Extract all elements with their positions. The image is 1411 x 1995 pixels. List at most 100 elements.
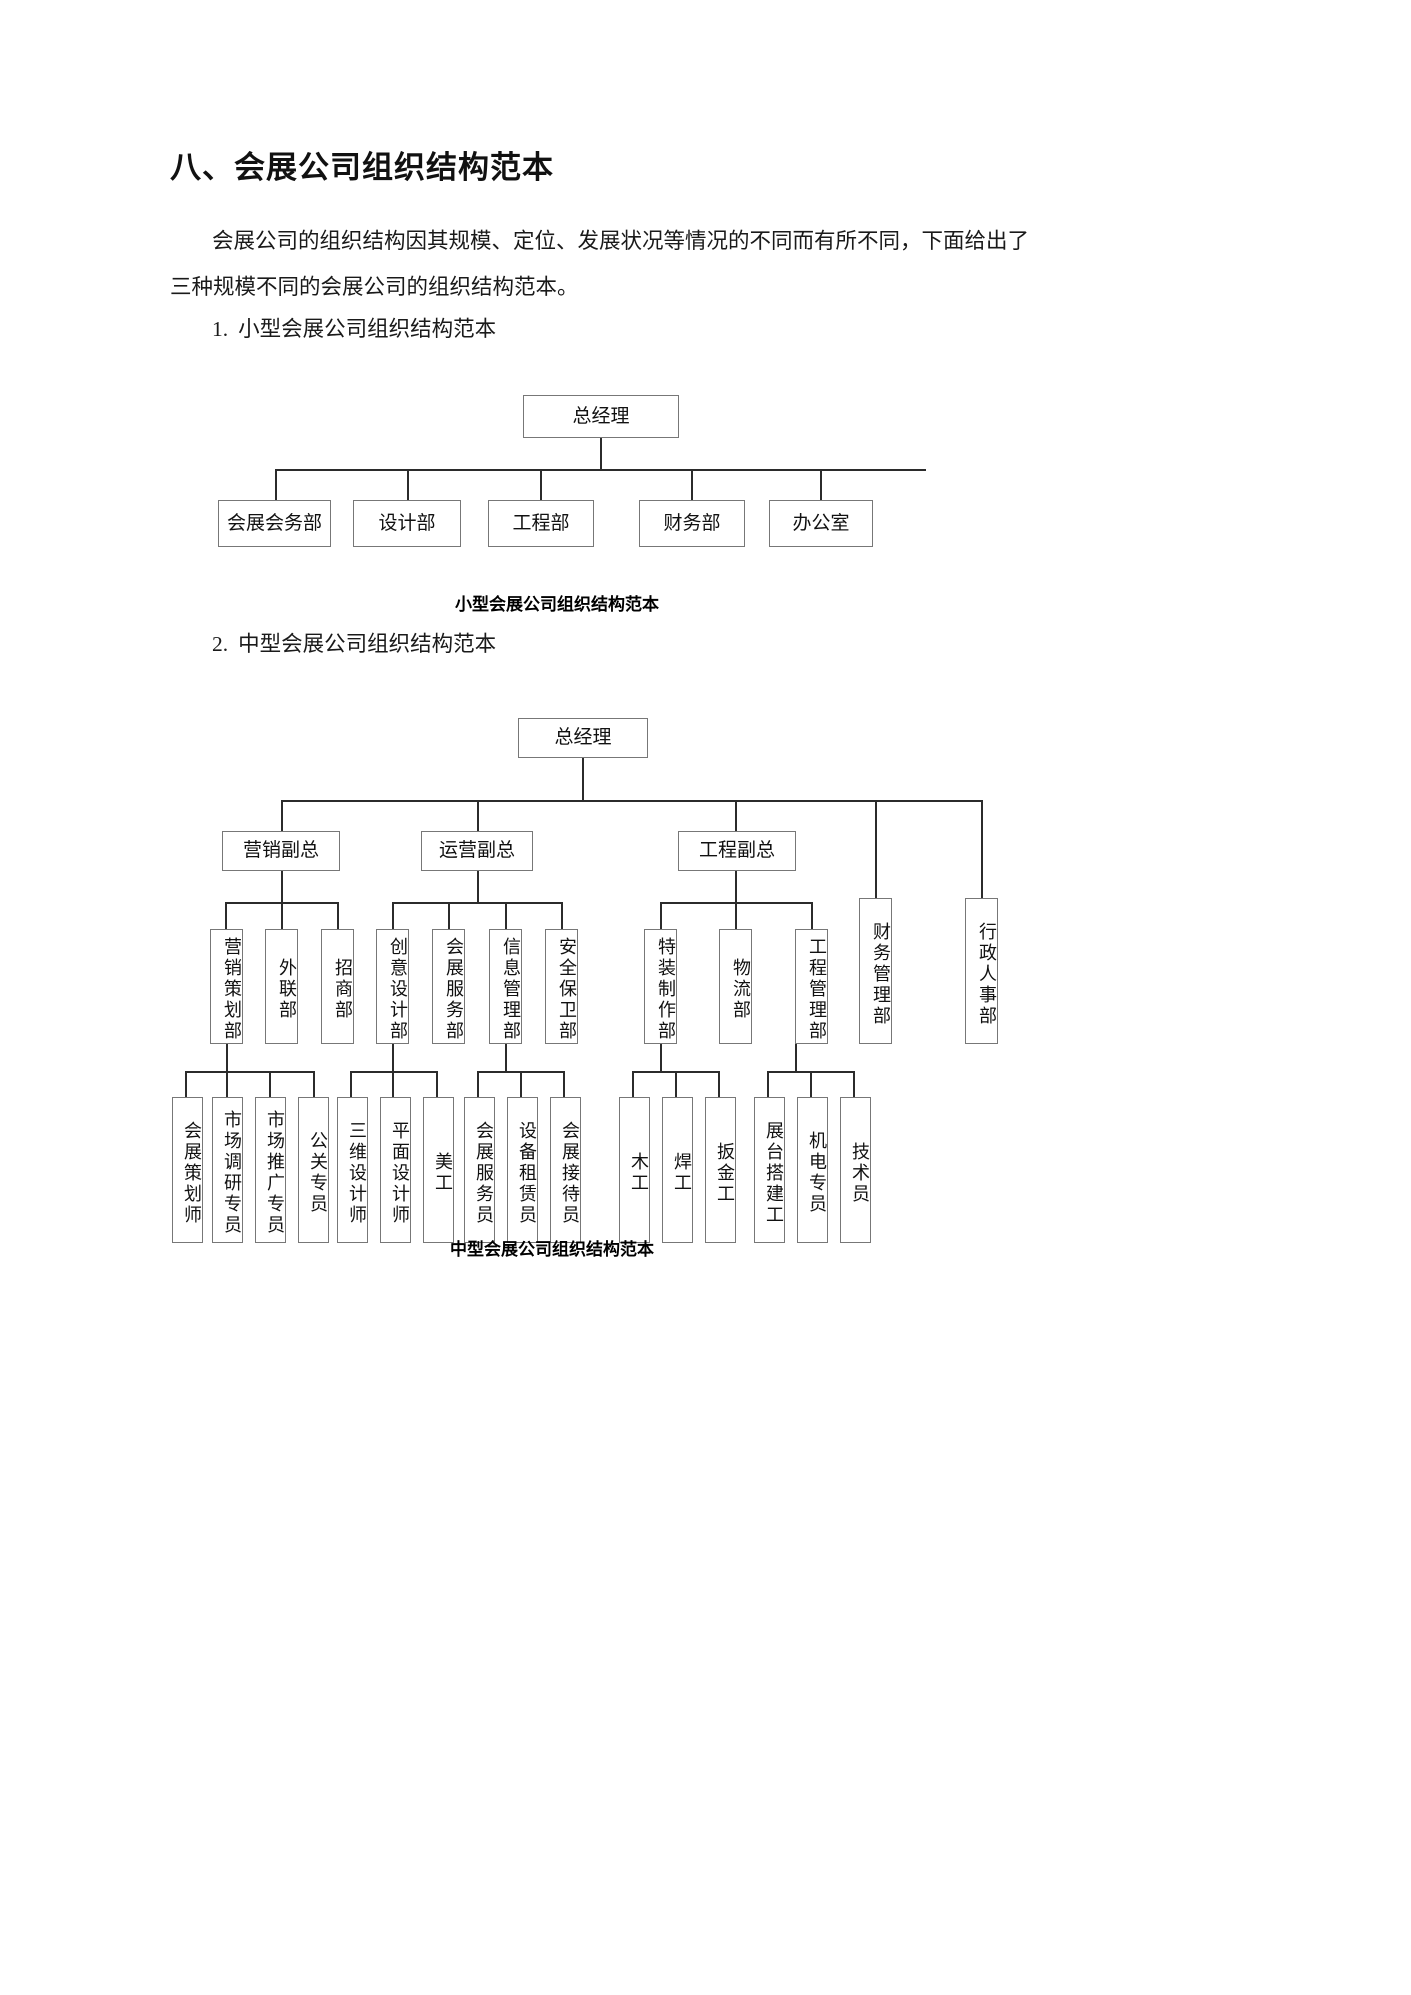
connector-vp2-d3 xyxy=(505,902,507,930)
org-node-dept-logistics: 物流部 xyxy=(719,929,752,1044)
connector-medium-drop-hr xyxy=(981,800,983,898)
list-item-2-number: 2. xyxy=(212,632,229,656)
connector-mp-bus xyxy=(185,1071,313,1073)
connector-vp3-trunk xyxy=(735,871,737,903)
org-node-role-market-promotion: 市场推广专员 xyxy=(255,1097,286,1243)
org-node-role-pr-specialist: 公关专员 xyxy=(298,1097,329,1243)
connector-cd-trunk xyxy=(392,1044,394,1072)
connector-sf-d3 xyxy=(718,1071,720,1098)
org-node-role-exhibition-reception: 会展接待员 xyxy=(550,1097,581,1243)
connector-em-d1 xyxy=(767,1071,769,1098)
org-node-role-welder: 焊工 xyxy=(662,1097,693,1243)
org-node-role-electromechanical: 机电专员 xyxy=(797,1097,828,1243)
org-node-dept-engineering-mgmt: 工程管理部 xyxy=(795,929,828,1044)
connector-medium-drop-fin xyxy=(875,800,877,898)
org-node-vp-engineering: 工程副总 xyxy=(678,831,796,871)
medium-company-org-chart: 总经理 营销副总 运营副总 工程副总 营销策划部 外联部 招商部 xyxy=(170,700,1250,1243)
org-node-role-exhibition-attendant: 会展服务员 xyxy=(464,1097,495,1243)
org-node-role-artist: 美工 xyxy=(423,1097,454,1243)
connector-drop-2 xyxy=(407,469,409,501)
connector-em-trunk xyxy=(795,1044,797,1072)
connector-mp-d4 xyxy=(313,1071,315,1098)
connector-im-trunk xyxy=(505,1044,507,1072)
org-node-dept-creative-design: 创意设计部 xyxy=(376,929,409,1044)
org-node-vp-marketing: 营销副总 xyxy=(222,831,340,871)
connector-vp1-trunk xyxy=(281,871,283,903)
org-node-vp-operations: 运营副总 xyxy=(421,831,533,871)
list-item-1-label: 小型会展公司组织结构范本 xyxy=(238,317,497,341)
connector-im-d1 xyxy=(477,1071,479,1098)
org-node-root-medium: 总经理 xyxy=(518,718,648,758)
connector-vp2-d2 xyxy=(448,902,450,930)
org-node-role-equipment-rental: 设备租赁员 xyxy=(507,1097,538,1243)
connector-drop-4 xyxy=(691,469,693,501)
connector-bus xyxy=(275,469,926,471)
page-title: 八、会展公司组织结构范本 xyxy=(170,150,554,186)
connector-cd-d2 xyxy=(392,1071,394,1098)
medium-chart-caption: 中型会展公司组织结构范本 xyxy=(450,1240,654,1260)
connector-medium-drop-vp3 xyxy=(735,800,737,831)
org-node-root-small: 总经理 xyxy=(523,395,679,438)
org-node-role-graphic-designer: 平面设计师 xyxy=(380,1097,411,1243)
org-node-dept-marketing-planning: 营销策划部 xyxy=(210,929,243,1044)
connector-vp3-d2 xyxy=(735,902,737,930)
connector-vp3-d3 xyxy=(811,902,813,930)
org-node-role-booth-builder: 展台搭建工 xyxy=(754,1097,785,1243)
connector-drop-3 xyxy=(540,469,542,501)
connector-sf-d2 xyxy=(675,1071,677,1098)
connector-medium-root-trunk xyxy=(582,758,584,801)
org-node-dept-special-fabrication: 特装制作部 xyxy=(644,929,677,1044)
connector-mp-d2 xyxy=(226,1071,228,1098)
connector-drop-1 xyxy=(275,469,277,501)
org-node-small-dept-5: 办公室 xyxy=(769,500,873,547)
connector-cd-d1 xyxy=(350,1071,352,1098)
org-node-role-exhibition-planner: 会展策划师 xyxy=(172,1097,203,1243)
connector-drop-5 xyxy=(820,469,822,501)
connector-vp2-d4 xyxy=(561,902,563,930)
connector-vp2-d1 xyxy=(392,902,394,930)
org-node-dept-external-liaison: 外联部 xyxy=(265,929,298,1044)
connector-sf-d1 xyxy=(632,1071,634,1098)
org-node-role-sheet-metal: 扳金工 xyxy=(705,1097,736,1243)
org-node-role-carpenter: 木工 xyxy=(619,1097,650,1243)
connector-vp1-d2 xyxy=(281,902,283,930)
connector-vp2-bus xyxy=(392,902,562,904)
connector-sf-trunk xyxy=(660,1044,662,1072)
small-company-org-chart: 总经理 会展会务部 设计部 工程部 财务部 办公室 xyxy=(170,380,1250,580)
org-node-role-market-research: 市场调研专员 xyxy=(212,1097,243,1243)
connector-vp2-trunk xyxy=(477,871,479,903)
org-node-small-dept-2: 设计部 xyxy=(353,500,461,547)
list-item-1-number: 1. xyxy=(212,317,229,341)
connector-medium-drop-vp1 xyxy=(281,800,283,831)
connector-mp-d3 xyxy=(269,1071,271,1098)
org-node-small-dept-4: 财务部 xyxy=(639,500,745,547)
list-item-1: 1. 小型会展公司组织结构范本 xyxy=(212,312,496,343)
org-node-role-technician: 技术员 xyxy=(840,1097,871,1243)
list-item-2-label: 中型会展公司组织结构范本 xyxy=(238,632,497,656)
connector-vp1-d1 xyxy=(225,902,227,930)
connector-medium-drop-vp2 xyxy=(477,800,479,831)
connector-cd-d3 xyxy=(436,1071,438,1098)
intro-paragraph-line-2: 三种规模不同的会展公司的组织结构范本。 xyxy=(170,275,579,299)
connector-medium-top-bus xyxy=(281,800,981,802)
org-node-dept-exhibition-service: 会展服务部 xyxy=(432,929,465,1044)
connector-mp-d1 xyxy=(185,1071,187,1098)
org-node-role-3d-designer: 三维设计师 xyxy=(337,1097,368,1243)
org-node-dept-admin-hr: 行政人事部 xyxy=(965,898,998,1044)
connector-vp3-d1 xyxy=(660,902,662,930)
connector-root-trunk xyxy=(600,438,602,470)
connector-im-d2 xyxy=(520,1071,522,1098)
connector-em-d3 xyxy=(853,1071,855,1098)
org-node-dept-security: 安全保卫部 xyxy=(545,929,578,1044)
org-node-dept-finance-mgmt: 财务管理部 xyxy=(859,898,892,1044)
org-node-small-dept-3: 工程部 xyxy=(488,500,594,547)
org-node-dept-information-mgmt: 信息管理部 xyxy=(489,929,522,1044)
connector-mp-trunk xyxy=(226,1044,228,1072)
connector-em-d2 xyxy=(810,1071,812,1098)
list-item-2: 2. 中型会展公司组织结构范本 xyxy=(212,627,496,658)
small-chart-caption: 小型会展公司组织结构范本 xyxy=(455,595,659,615)
connector-im-d3 xyxy=(563,1071,565,1098)
connector-vp1-d3 xyxy=(337,902,339,930)
org-node-dept-investment: 招商部 xyxy=(321,929,354,1044)
